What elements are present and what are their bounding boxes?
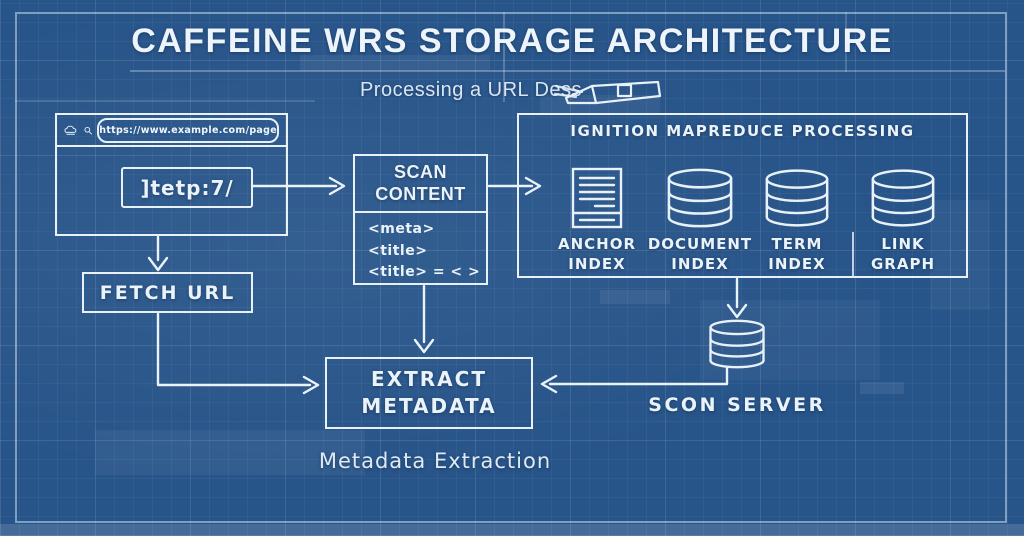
ignition-item-anchor-index: ANCHOR INDEX [549,163,645,274]
ignition-title: IGNITION MAPREDUCE PROCESSING [570,122,915,140]
ignition-divider [852,232,854,278]
code-line: <meta> [368,221,435,237]
document-icon [571,167,623,229]
ignition-item-document-index: DOCUMENT INDEX [646,163,754,274]
code-line: <title> [368,242,428,259]
ignition-mapreduce-node: IGNITION MAPREDUCE PROCESSING ANCHOR IND… [517,113,968,278]
scan-content-title: SCAN CONTENT [355,156,486,213]
arrow-fetch-to-extract [156,312,312,387]
page-title: CAFFEINE WRS STORAGE ARCHITECTURE [131,22,893,60]
page-subtitle: Processing a URL Dess [359,78,583,101]
database-icon [667,168,733,228]
blueprint-bottom-edge [0,524,1024,536]
extract-metadata-node: EXTRACT METADATA [325,357,533,429]
fetch-url-node: FETCH URL [82,272,253,313]
subtitle-row: Processing a URL Dess [0,74,1024,106]
database-icon [765,169,829,227]
footer-caption: Metadata Extraction [318,449,552,473]
search-icon [84,126,93,135]
blueprint-frame [15,12,1007,523]
scon-server-label: SCON SERVER [648,394,826,416]
pencil-icon [553,80,662,105]
scan-content-node: SCAN CONTENT <meta> <title> <title> = < … [353,154,488,285]
ignition-item-label: ANCHOR INDEX [557,235,637,273]
scan-content-body: <meta> <title> <title> = < > [355,213,486,284]
fetch-url-label: FETCH URL [99,281,236,304]
protocol-box: ]tetp:7/ [121,167,253,208]
cloud-icon [64,125,77,135]
browser-window: https://www.example.com/page ]tetp:7/ [55,113,288,236]
ignition-item-label: LINK GRAPH [870,235,936,273]
code-line: <title> = < > [368,264,481,281]
database-icon [871,169,935,227]
url-text: https://www.example.com/page [99,124,277,136]
protocol-label: ]tetp:7/ [140,175,234,200]
arrow-scon-to-extract [548,366,729,386]
ignition-item-link-graph: LINK GRAPH [849,163,957,274]
url-bar: https://www.example.com/page [97,117,279,143]
ignition-item-term-index: TERM INDEX [751,163,843,274]
extract-metadata-label: EXTRACT METADATA [361,367,497,418]
browser-toolbar: https://www.example.com/page [57,115,286,147]
database-icon [709,319,765,369]
ignition-item-label: DOCUMENT INDEX [647,235,753,273]
ignition-item-label: TERM INDEX [768,235,826,273]
